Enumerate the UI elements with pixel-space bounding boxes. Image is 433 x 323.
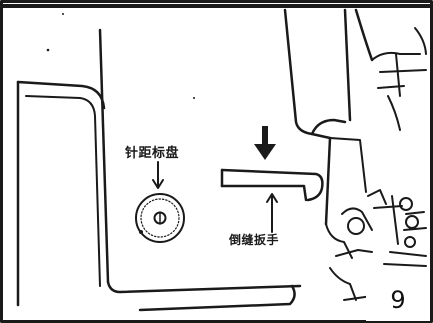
mechanism-knobs <box>347 197 419 248</box>
upper-mechanism <box>371 27 427 131</box>
figure-number: 9 <box>366 279 430 321</box>
stitch-length-dial-label: 针距标盘 <box>125 146 180 161</box>
reverse-stitch-lever <box>220 168 324 202</box>
machine-arm-outline <box>16 28 302 312</box>
machine-bed-outline <box>25 95 101 287</box>
push-down-arrow <box>254 126 276 160</box>
lever-pointer-arrow <box>266 193 278 233</box>
reverse-stitch-lever-label: 倒缝扳手 <box>229 233 280 247</box>
machine-head-outline <box>283 8 374 226</box>
stitch-length-dial <box>135 193 185 243</box>
lower-mechanism <box>325 137 427 301</box>
scan-specks <box>46 13 195 99</box>
dial-pointer-arrow <box>152 161 164 189</box>
